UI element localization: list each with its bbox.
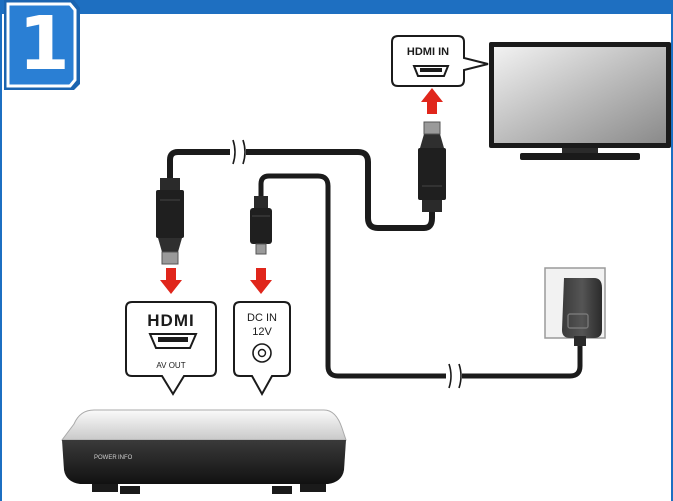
arrow-down-dc bbox=[250, 268, 272, 294]
av-out-callout bbox=[125, 301, 217, 396]
hdmi-in-callout bbox=[391, 35, 489, 87]
step-number: 1 bbox=[18, 1, 70, 87]
hdmi-logo: HDMI bbox=[147, 311, 194, 330]
arrow-down-hdmi bbox=[160, 268, 182, 294]
dc-in-label: DC IN bbox=[247, 312, 277, 324]
dc-plug bbox=[250, 196, 272, 255]
hdmi-plug-player bbox=[156, 178, 184, 265]
step-badge: 1 bbox=[4, 0, 80, 90]
av-out-label: AV OUT bbox=[156, 361, 185, 370]
hdmi-cable-break bbox=[230, 139, 246, 165]
tv bbox=[489, 42, 671, 160]
power-label: POWER bbox=[94, 455, 117, 461]
dc-power-cable bbox=[258, 173, 583, 379]
dc-cable-break bbox=[446, 363, 462, 389]
hdmi-in-label: HDMI IN bbox=[407, 46, 449, 58]
info-label: INFO bbox=[118, 455, 133, 461]
header-bar bbox=[2, 0, 671, 14]
media-player bbox=[61, 409, 347, 494]
arrow-up-tv bbox=[421, 88, 443, 114]
power-adapter bbox=[544, 267, 606, 346]
hdmi-plug-tv bbox=[418, 121, 446, 212]
hdmi-cable bbox=[167, 149, 435, 231]
dc-voltage-label: 12V bbox=[252, 326, 272, 338]
dc-in-callout bbox=[233, 301, 291, 397]
